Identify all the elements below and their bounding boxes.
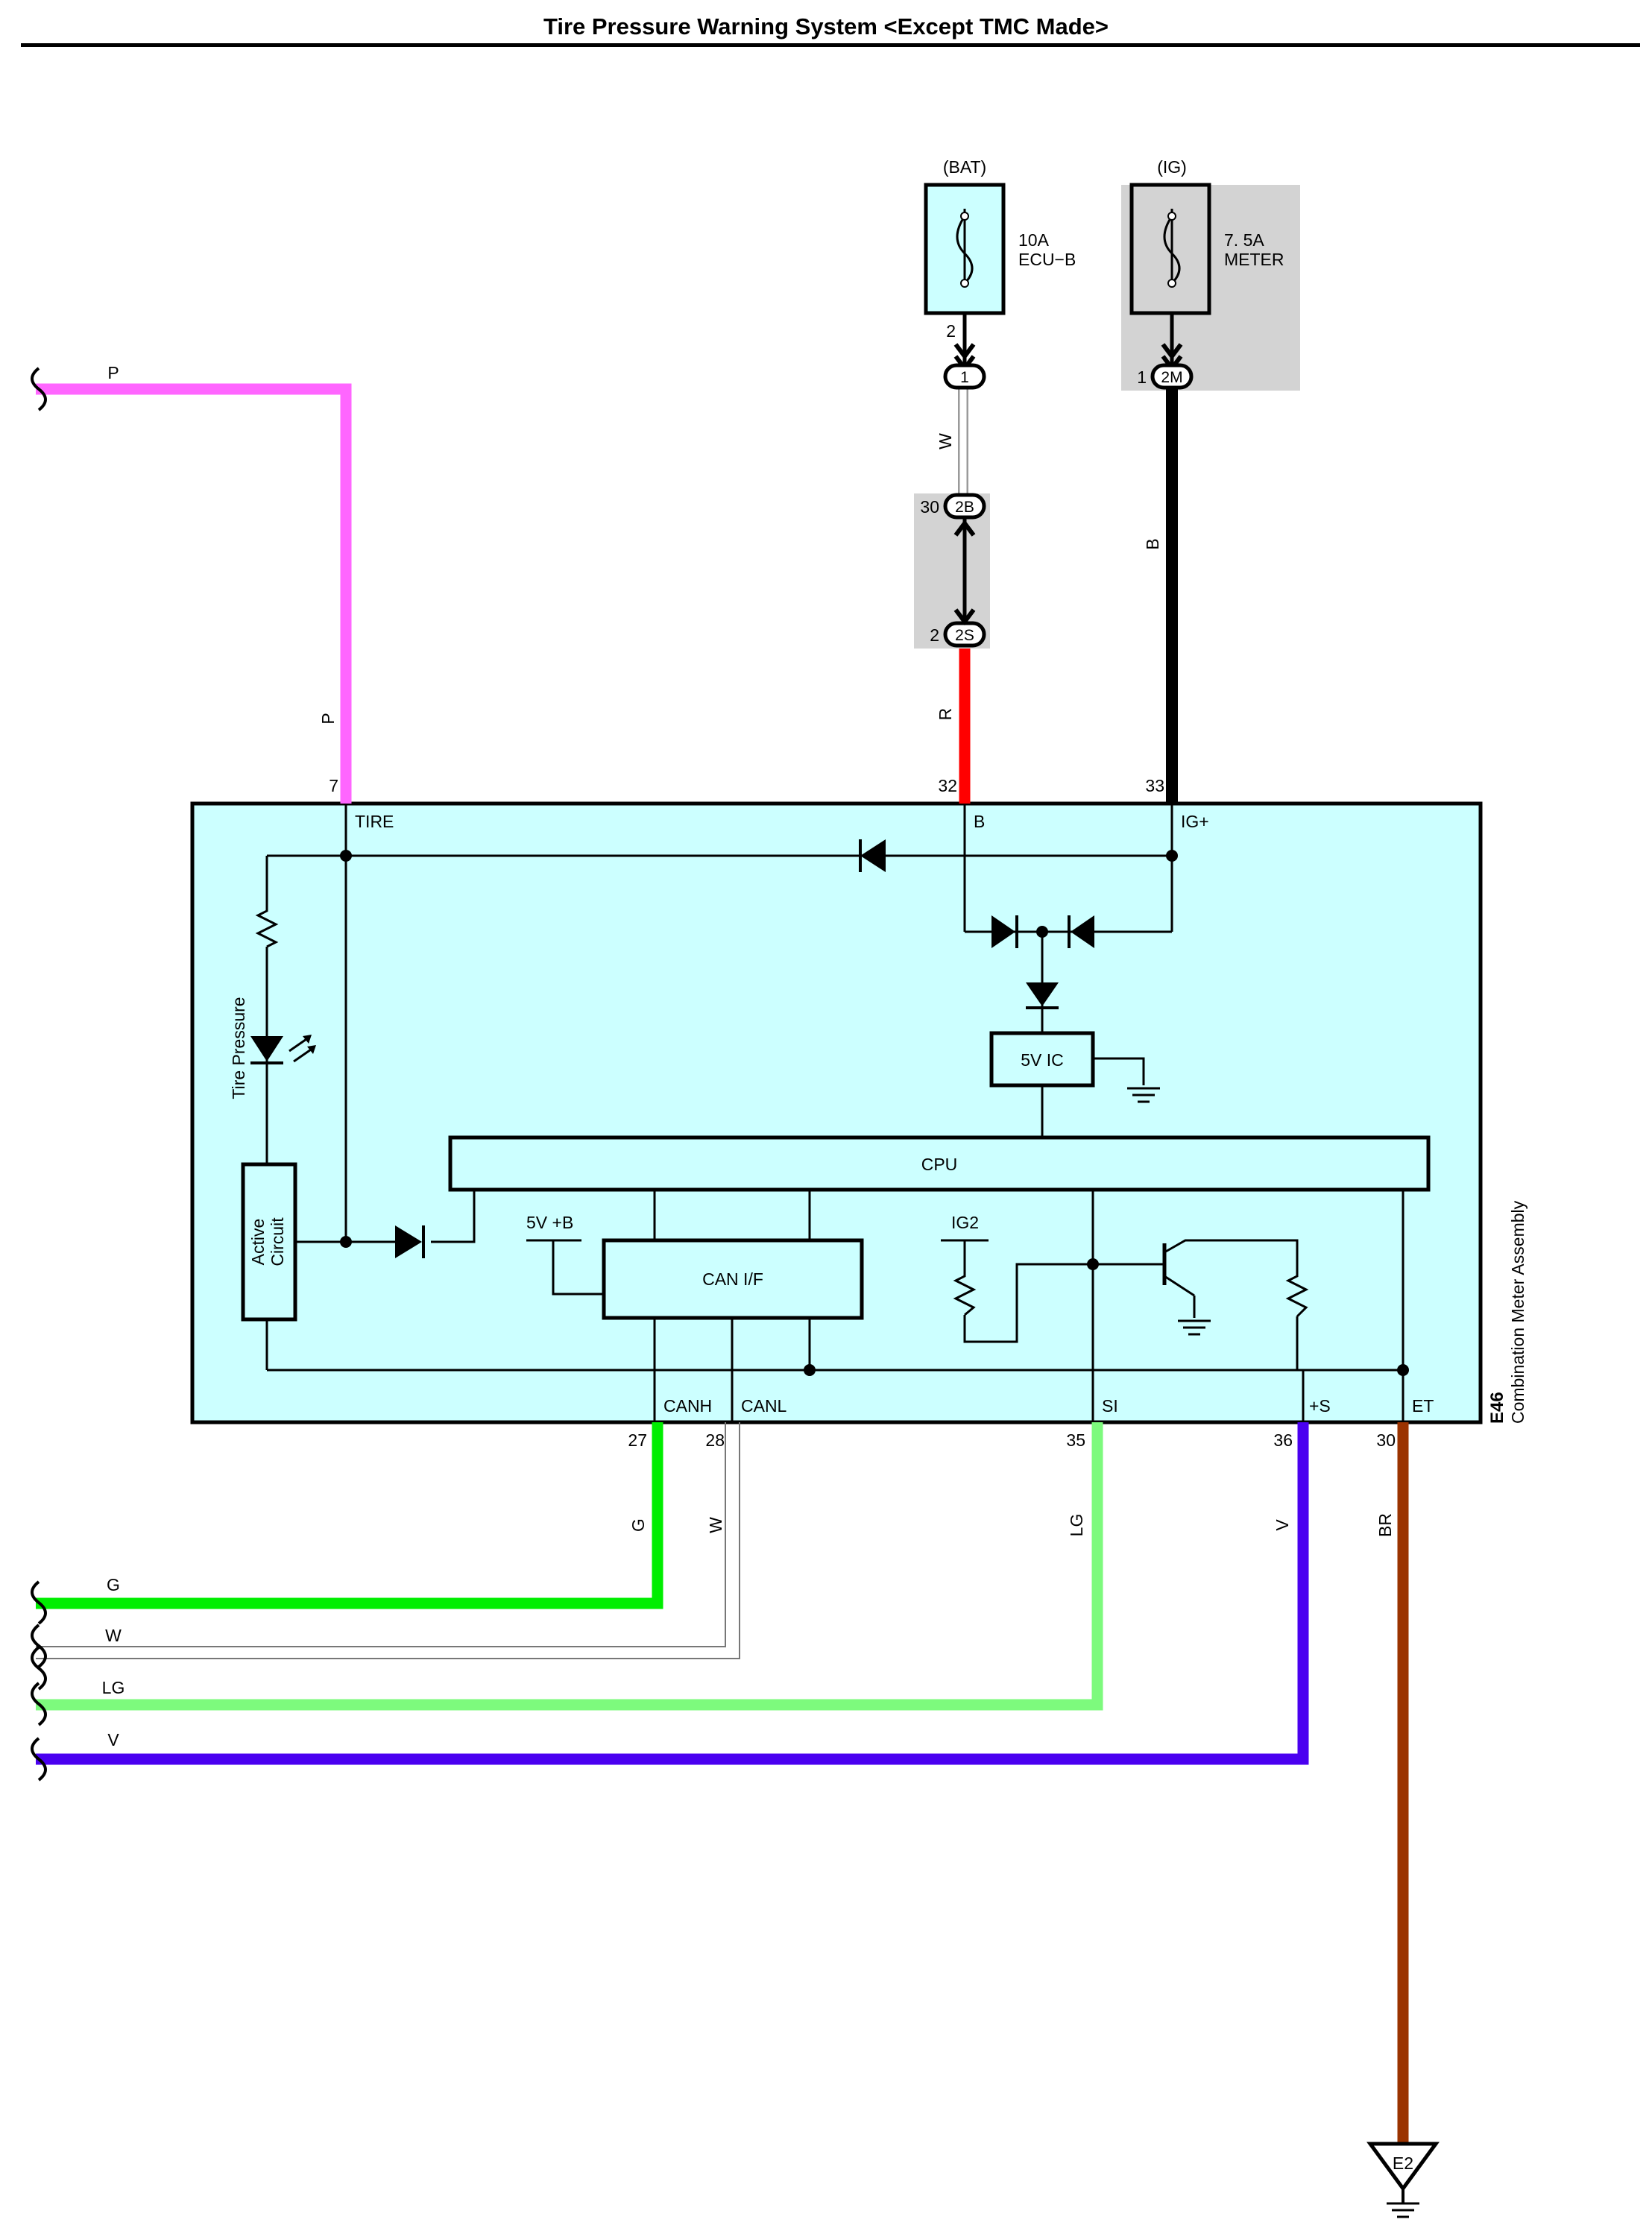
fuse-ig-source: (IG) [1157,157,1187,177]
ecu-code: E46 [1487,1392,1507,1424]
wire-p [36,383,352,804]
ground-e2-label: E2 [1393,2153,1413,2173]
can-if-block [602,1238,864,1320]
wire-w-bat-label: W [936,433,955,449]
supply-5v-label: 5V +B [526,1213,573,1232]
wire-lg-left-label: LG [102,1678,125,1697]
terminal-si: SI [1102,1396,1118,1416]
junction-bottom-pin: 2 [930,625,939,645]
wire-break-marks [31,367,47,1782]
connector-2m-label: 2M [1161,369,1182,386]
diode-ig [1068,915,1094,948]
ic-5v-block [989,1031,1095,1088]
fuse-bat-name: ECU−B [1018,250,1076,269]
resistor-ig2 [953,1267,977,1316]
ig2-label: IG2 [951,1213,979,1232]
diode-to-ic [1026,982,1059,1009]
pin-ig: 33 [1145,776,1164,795]
connector-1-label: 1 [960,369,969,386]
connector-2s-label: 2S [955,627,974,644]
connector-2m [1150,363,1194,390]
pin-si: 35 [1066,1430,1085,1450]
wire-g [36,1422,663,1609]
combination-meter-assembly [190,801,1483,1424]
ground-e2-icon [1366,2142,1440,2218]
title-underline [21,43,1640,47]
fuse-ig-rating: 7. 5A [1224,230,1264,250]
can-if-label: CAN I/F [702,1269,763,1289]
active-circuit-label-1: Active [248,1219,268,1266]
junction-labels: 30 2B 2 2S [920,497,974,645]
resistor-plus-s [1285,1267,1309,1318]
wire-lg-label: LG [1067,1514,1086,1537]
terminal-canl: CANL [741,1396,787,1416]
wire-w-canl-label: W [706,1517,725,1533]
wire-br-label: BR [1375,1513,1395,1537]
connector-2b-label: 2B [955,499,974,516]
ecu-name: Combination Meter Assembly [1508,1200,1528,1424]
fuse-ig-labels: (IG) 7. 5A METER 1 2M [1137,157,1284,387]
terminal-et: ET [1412,1396,1434,1416]
wire-p-label-top: P [107,363,119,382]
active-circuit-label-2: Circuit [268,1217,287,1266]
wire-p-label: P [318,713,338,724]
pin-et: 30 [1376,1430,1396,1450]
tire-pressure-lamp-label: Tire Pressure [229,997,248,1099]
resistor-lamp [255,902,279,948]
cpu-label: CPU [921,1155,958,1174]
fuse-bat-source: (BAT) [943,157,986,177]
connector-1 [943,363,986,390]
wire-v-label: V [1273,1519,1292,1531]
fuse-bat-pin: 2 [946,321,956,341]
terminal-s: +S [1309,1396,1331,1416]
tire-pressure-warning-lamp [250,1035,316,1064]
pin-s: 36 [1273,1430,1293,1450]
fuse-bat-symbol [924,183,1006,315]
pin-tire: 7 [329,776,338,795]
ic-5v-label: 5V IC [1021,1050,1064,1070]
terminal-ig: IG+ [1181,812,1209,831]
fuse-ig-pin: 1 [1137,367,1147,387]
cpu-block [448,1135,1431,1192]
diode-b [991,915,1018,948]
wire-g-label: G [628,1518,648,1532]
pin-canh: 27 [628,1430,647,1450]
terminal-tire: TIRE [355,812,394,831]
wire-v-left-label: V [107,1730,119,1749]
diode-top-rail [859,839,886,872]
junction-dots [340,850,1409,1376]
fuse-bat-rating: 10A [1018,230,1050,250]
wire-lg [36,1422,1103,1711]
wire-w-canl [36,1422,726,1647]
diode-active [395,1225,425,1258]
active-circuit-block [241,1162,297,1322]
fuse-bat-labels: (BAT) 10A ECU−B 2 1 [943,157,1076,386]
wire-w-left-label: W [105,1626,122,1645]
wire-g-left-label: G [107,1575,120,1594]
wire-b-label: B [1143,538,1162,549]
wire-v [36,1422,1309,1765]
pin-b: 32 [938,776,957,795]
fuse-ig-name: METER [1224,250,1284,269]
wire-r-label: R [936,708,955,721]
page-title: Tire Pressure Warning System <Except TMC… [543,13,1109,40]
junction-top-pin: 30 [920,497,939,517]
terminal-b: B [974,812,985,831]
pin-canl: 28 [705,1430,725,1450]
terminal-canh: CANH [663,1396,712,1416]
